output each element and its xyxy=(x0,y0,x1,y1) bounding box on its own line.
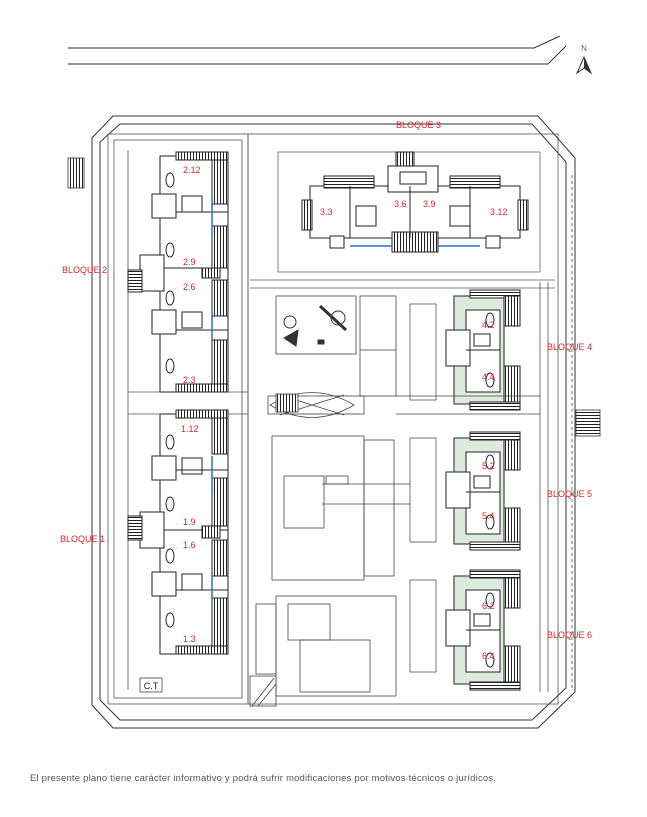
block-label-6: BLOQUE 6 xyxy=(547,630,592,640)
block-label-1: BLOQUE 1 xyxy=(60,534,105,544)
bloque-4-building xyxy=(445,289,521,411)
block-label-5: BLOQUE 5 xyxy=(547,489,592,499)
pool-steps xyxy=(275,393,299,413)
ct-label: C.T xyxy=(144,681,159,691)
block-label-3: BLOQUE 3 xyxy=(396,120,441,130)
east-entrance xyxy=(575,409,601,437)
unit-label: 2.6 xyxy=(183,282,196,292)
bloque-6-building xyxy=(445,569,521,691)
unit-label: 1.3 xyxy=(183,634,196,644)
east-gardens xyxy=(409,303,437,673)
unit-label: 3.6 xyxy=(394,199,407,209)
unit-label: 2.3 xyxy=(183,375,196,385)
bloque-5-building xyxy=(445,431,521,551)
unit-label: 3.3 xyxy=(320,207,333,217)
unit-label: 5.2 xyxy=(482,461,495,471)
unit-label: 6.4 xyxy=(482,651,495,661)
ct-box xyxy=(139,677,163,693)
bloque-1-building xyxy=(127,409,229,655)
inner-paths xyxy=(107,133,559,705)
unit-label: 6.2 xyxy=(482,601,495,611)
site-boundary xyxy=(91,115,576,729)
unit-label: 4.4 xyxy=(482,372,495,382)
north-arrow-icon xyxy=(575,55,593,75)
north-label: N xyxy=(581,44,587,53)
block-label-4: BLOQUE 4 xyxy=(547,342,592,352)
unit-label: 3.9 xyxy=(423,199,436,209)
unit-label: 2.9 xyxy=(183,257,196,267)
unit-label: 3.12 xyxy=(490,207,508,217)
playground-icon xyxy=(283,304,348,347)
unit-label: 2.12 xyxy=(183,165,201,175)
block-label-2: BLOQUE 2 xyxy=(62,265,107,275)
unit-label: 1.6 xyxy=(183,540,196,550)
unit-label: 1.12 xyxy=(181,424,199,434)
disclaimer-text: El presente plano tiene carácter informa… xyxy=(30,773,497,784)
west-entrance xyxy=(67,157,85,189)
unit-label: 4.2 xyxy=(482,320,495,330)
unit-label: 1.9 xyxy=(183,517,196,527)
unit-label: 5.4 xyxy=(482,511,495,521)
bloque-3-building xyxy=(277,151,541,273)
top-road xyxy=(68,35,567,65)
bloque-2-building xyxy=(127,151,229,393)
